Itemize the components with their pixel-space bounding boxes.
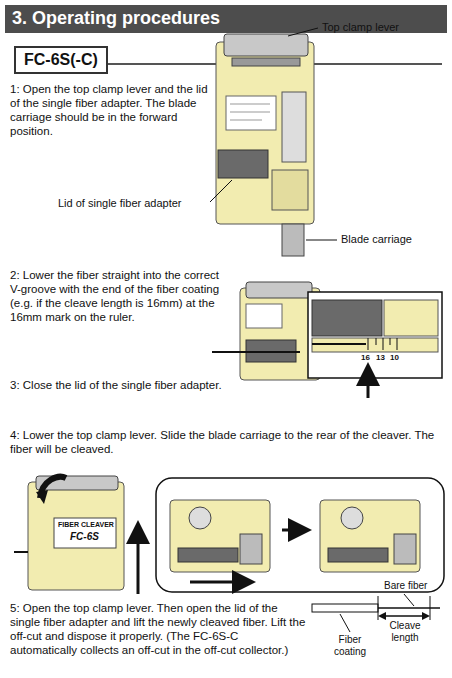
cleaver-figure-4 <box>14 476 444 594</box>
model-box: FC-6S(-C) <box>14 46 108 74</box>
part-label: Bare fiber <box>384 580 427 592</box>
fiber-figure <box>312 594 440 632</box>
ruler-number: 10 <box>390 353 399 363</box>
step-text: 2: Lower the fiber straight into the cor… <box>10 268 222 324</box>
step-text: 4: Lower the top clamp lever. Slide the … <box>10 428 440 456</box>
device-label: FIBER CLEAVER <box>58 521 114 530</box>
page-title: 3. Operating procedures <box>12 8 220 30</box>
cleaver-figure-1 <box>210 28 337 256</box>
part-label: Blade carriage <box>341 233 412 246</box>
part-label: Top clamp lever <box>322 21 399 34</box>
ruler-number: 13 <box>376 353 385 363</box>
part-label: Fiber coating <box>322 634 378 658</box>
model-name: FC-6S(-C) <box>24 51 98 69</box>
cleaver-figure-2 <box>212 282 442 398</box>
step-text: 3: Close the lid of the single fiber ada… <box>10 378 222 392</box>
step-text: 5: Open the top clamp lever. Then open t… <box>10 601 306 657</box>
ruler-number: 16 <box>361 353 370 363</box>
part-label: Lid of single fiber adapter <box>58 197 182 210</box>
step-text: 1: Open the top clamp lever and the lid … <box>10 82 215 138</box>
dimension-label: Cleave length <box>382 620 428 644</box>
device-model: FC-6S <box>70 531 99 543</box>
